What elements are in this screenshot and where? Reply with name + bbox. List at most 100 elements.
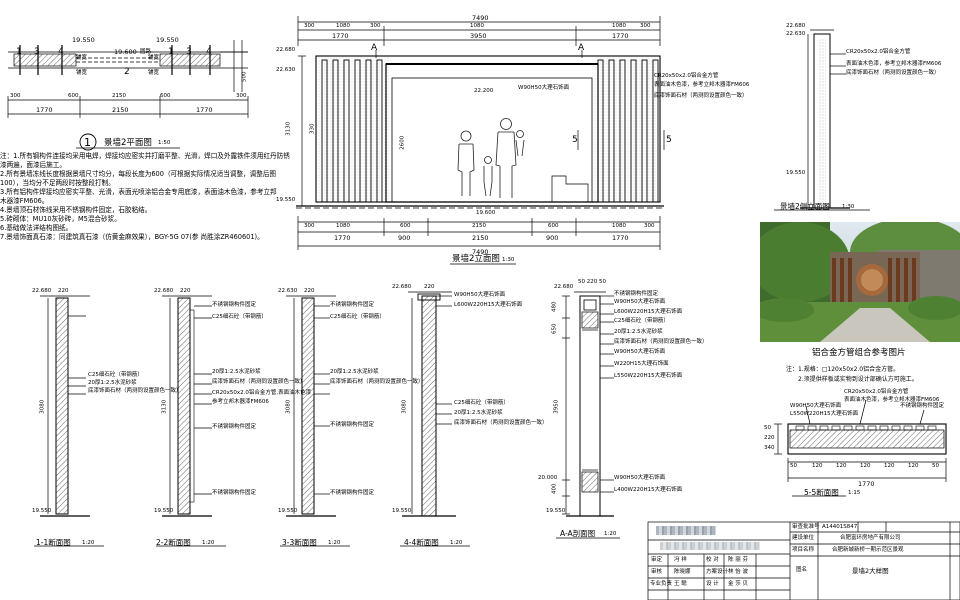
s22-ann-4: 底漆饰面石材（两测同设置颜色一致） [212, 379, 306, 385]
note-line: 100），当均分不足两段时按整段打制。 [0, 179, 115, 187]
plan-sub-dim-5: 300 [236, 93, 247, 99]
s11-ann-3: 底漆饰面石材（两测同设置颜色一致） [88, 388, 182, 394]
s11-height: 3080 [39, 399, 46, 414]
elev-mid-elev: 22.200 [474, 88, 494, 94]
elev-base-elev: 19.550 [276, 197, 296, 203]
elev-bot-dim-4: 2150 [472, 223, 486, 229]
s55-side-dim-3: 340 [764, 445, 775, 451]
elev-ann-3: 表面油木色漆，参考立邦木器漆FM606 [654, 82, 750, 88]
elev-top-dim-4: 1080 [470, 23, 484, 29]
s33-height: 3080 [285, 399, 292, 414]
s44-elev-base: 19.550 [392, 508, 412, 514]
s33-title: 3-3断面图 [282, 538, 317, 547]
elev-top-dim2-1: 1770 [332, 32, 349, 40]
section-aa [556, 291, 620, 539]
elev-height-dim: 3130 [285, 121, 292, 136]
note-line: 3.所有铝构件焊接均应密实平整、光滑，表面光喷涂铝合金专用底漆，表面油木色漆，参… [0, 188, 277, 196]
s33-ann-3: 20厚1:2.5水泥砂浆 [330, 369, 379, 375]
elev-top-dim-1: 300 [304, 23, 315, 29]
s33-scale: 1:20 [328, 540, 341, 546]
s22-ann-6: 参考立邦木器漆FM606 [212, 399, 269, 405]
general-notes: 注：1.所有钢构件连接均采用电焊，焊接均应密实并打磨平整、光滑，焊口及外露铁件须… [0, 152, 290, 242]
s22-height: 3130 [161, 399, 168, 414]
elev-ann-1: W90H50大理石饰面 [518, 85, 570, 91]
elev-bot-dim-1: 300 [304, 223, 315, 229]
plan-circle-number: 1 [84, 136, 91, 149]
saa-elev-top: 22.680 [554, 284, 574, 290]
plan-mark-4: 4 [58, 47, 64, 57]
s44-scale: 1:20 [450, 540, 463, 546]
saa-dim-1: 480 [551, 301, 558, 313]
tb-name-2: 陈晓娜 [674, 569, 691, 575]
s55-scale: 1:15 [848, 490, 861, 496]
tb-role-name-3: 金 莎 贝 [728, 581, 748, 587]
s44-ann-3: C25细石砼（带钢筋） [454, 400, 509, 406]
elev-bot-dim-5: 600 [548, 223, 559, 229]
section-views [34, 291, 470, 547]
note-line: 6.基础做法详结构图纸。 [0, 224, 73, 232]
plan-elev-2: 19.600 [114, 48, 137, 56]
elev-scale: 1:30 [502, 257, 515, 263]
elev-top-dim2-2: 3950 [470, 32, 487, 40]
note-line: 2.所有景墙冻线长度根据景墙尺寸均分，每段长度为600（可根据实际情况适当调整，… [0, 170, 277, 178]
elev-top-dim-2: 1080 [336, 23, 350, 29]
s55-dim-4: 120 [860, 463, 871, 469]
s11-ann-2: 20厚1:2.5水泥砂浆 [88, 380, 137, 386]
elev-bot-dim2-4: 900 [546, 234, 559, 242]
s44-ann-1: W90H50大理石饰面 [454, 292, 506, 298]
s44-height: 3080 [401, 399, 408, 414]
s33-ann-2: C25细石砼（带钢筋） [330, 314, 385, 320]
plan-mark-2: 2 [124, 67, 130, 77]
s22-title: 2-2断面图 [156, 538, 191, 547]
plan-sub-dim-1: 300 [10, 93, 21, 99]
side-scale: 1:30 [842, 204, 855, 210]
tb-label-no: 审查批准号 [792, 524, 820, 530]
elev-bot-dim2-2: 900 [398, 234, 411, 242]
s55-total: 1770 [858, 480, 875, 488]
elev-mark-5-left: 5 [572, 135, 578, 145]
elev-total-dim: 7490 [472, 14, 489, 22]
plan-dim-500: 500 [241, 71, 248, 83]
s11-elev-top: 22.680 [32, 288, 52, 294]
side-elev-base: 19.550 [786, 170, 806, 176]
plan-mark-1: 1 [16, 47, 22, 57]
s22-ann-7: 不锈钢钢构件固定 [212, 424, 257, 430]
section-55 [774, 399, 947, 497]
note-line: 木器漆FM606。 [0, 197, 49, 205]
elev-bot-dim-6: 1080 [612, 223, 626, 229]
tb-label-review: 审核 [651, 569, 663, 575]
s55-ann-2: 表面油木色漆，参考立邦木器漆FM606 [844, 397, 940, 403]
saa-top-width: 50 220 50 [578, 279, 606, 285]
saa-dim-4: 400 [551, 483, 558, 495]
saa-ann-6: 底漆饰面石材（两测同设置颜色一致） [614, 339, 708, 345]
tb-label-drawing: 图名 [796, 567, 808, 573]
tb-company: 合肥富环房地产有限公司 [840, 535, 901, 541]
side-ann-3: 底漆饰面石材（两测同设置颜色一致） [846, 70, 940, 76]
saa-ann-2: W90H50大理石饰面 [614, 299, 666, 305]
saa-title: A-A剖面图 [560, 529, 596, 538]
elev-mark-a-left: A [371, 43, 378, 53]
saa-ann-11: L400W220H15大理石饰面 [614, 487, 683, 493]
s55-dim-3: 120 [836, 463, 847, 469]
plan-mark-1b: 1 [168, 47, 174, 57]
elev-inner-height: 2600 [399, 135, 406, 150]
s22-elev-top: 22.680 [154, 288, 174, 294]
elev-ann-2: CR20x50x2.0铝合金方管 [654, 73, 719, 79]
s55-ann-1: CR20x50x2.0铝合金方管 [844, 389, 909, 395]
s22-ann-3: 20厚1:2.5水泥砂浆 [212, 369, 261, 375]
reference-photo [760, 222, 960, 342]
elev-bot-total: 7490 [472, 248, 489, 256]
s55-ann-3: W90H50大理石饰面 [790, 403, 842, 409]
plan-sub-dim-2: 600 [68, 93, 79, 99]
side-elev-top2: 22.630 [786, 31, 806, 37]
plan-sub-dim-3: 2150 [112, 93, 126, 99]
s22-ann-2: C25细石砼（带钢筋） [212, 314, 267, 320]
elev-ground-elev: 19.600 [476, 210, 496, 216]
plan-title: 景墙2平面图 [104, 138, 152, 148]
elev-bot-dim2-5: 1770 [612, 234, 629, 242]
s55-ann-5: 不锈钢钢构件固定 [900, 403, 945, 409]
saa-ann-8: W220H15大理石饰面 [614, 361, 669, 367]
elev-inner-w: 330 [309, 123, 316, 135]
tb-role-name-1: 陈 丽 芬 [728, 557, 748, 563]
s11-elev-base: 19.550 [32, 508, 52, 514]
